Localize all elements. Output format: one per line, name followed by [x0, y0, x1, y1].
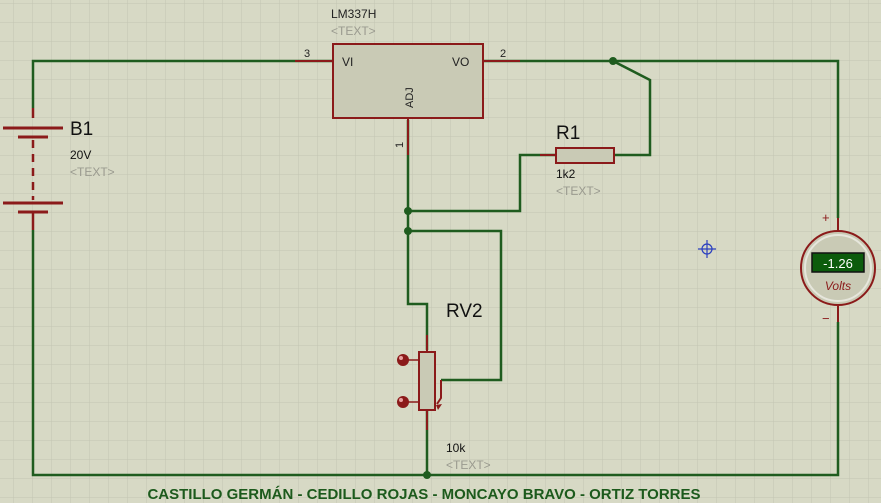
junction-dot [404, 207, 412, 215]
pot-wiper [436, 380, 442, 405]
pot-value: 10k [446, 441, 466, 455]
battery-b1[interactable]: B1 20V <TEXT> [3, 108, 115, 230]
pin-number-2: 2 [500, 48, 506, 60]
wire-wiper [408, 229, 503, 382]
pin-number-3: 3 [304, 48, 310, 60]
wire-top-right [483, 59, 840, 218]
wire-top-left [31, 59, 333, 108]
junctions [404, 57, 617, 479]
pot-wiper-arrow [436, 404, 442, 410]
voltmeter-ring [804, 234, 872, 302]
resistor-body [555, 147, 615, 164]
pin-label-vi: VI [342, 55, 353, 69]
junction-dot [609, 57, 617, 65]
wire-feedback [612, 59, 652, 157]
battery-name: B1 [70, 119, 93, 140]
pot-name: RV2 [446, 301, 483, 322]
wire-bottom [31, 230, 840, 477]
pot-text-placeholder: <TEXT> [446, 458, 491, 472]
voltmeter-display [811, 252, 865, 273]
pot-increase-icon[interactable] [397, 354, 419, 366]
voltmeter-plus-sign: + [822, 210, 830, 225]
resistor-value: 1k2 [556, 167, 576, 181]
junction-dot [423, 471, 431, 479]
authors-footer: CASTILLO GERMÁN - CEDILLO ROJAS - MONCAY… [147, 486, 700, 503]
pin-label-adj: ADJ [404, 87, 416, 108]
pot-body [418, 351, 436, 411]
voltmeter-reading: -1.26 [823, 256, 853, 271]
wire-r1-left [408, 153, 556, 213]
voltmeter-minus-sign: − [822, 311, 830, 326]
regulator-text-placeholder: <TEXT> [331, 24, 376, 38]
voltmeter-unit: Volts [825, 279, 851, 293]
battery-value: 20V [70, 148, 91, 162]
resistor-text-placeholder: <TEXT> [556, 184, 601, 198]
crosshair-cursor-icon [698, 240, 716, 258]
battery-text-placeholder: <TEXT> [70, 165, 115, 179]
potentiometer-rv2[interactable]: RV2 10k <TEXT> [397, 301, 491, 472]
resistor-name: R1 [556, 123, 580, 144]
regulator-lm337h[interactable]: LM337H <TEXT> VI VO ADJ 3 2 1 [295, 7, 520, 155]
pin-label-vo: VO [452, 55, 469, 69]
pot-decrease-icon[interactable] [397, 396, 419, 408]
resistor-r1[interactable]: R1 1k2 <TEXT> [540, 123, 615, 198]
voltmeter[interactable]: -1.26 Volts + − [800, 210, 876, 326]
pin-number-1: 1 [394, 142, 406, 148]
regulator-name: LM337H [331, 7, 376, 21]
junction-dot [404, 227, 412, 235]
regulator-body [332, 43, 484, 119]
